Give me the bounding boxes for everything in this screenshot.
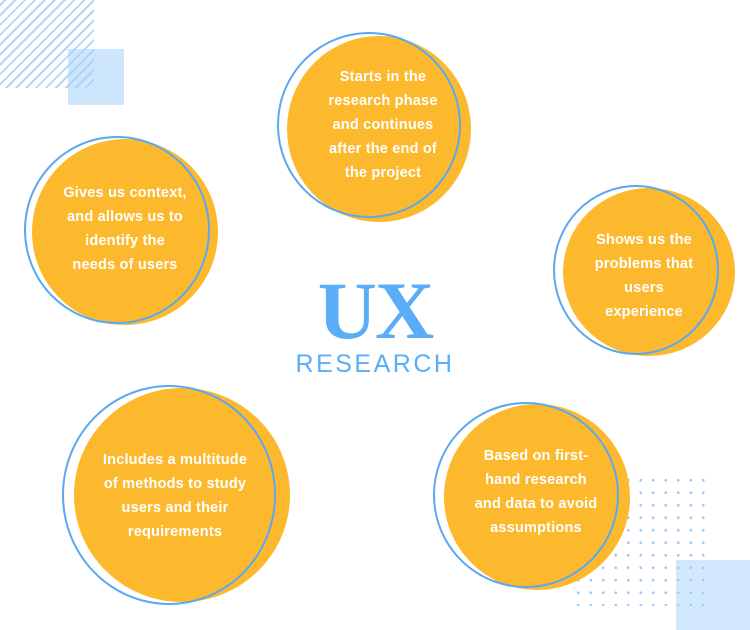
title-research: RESEARCH xyxy=(295,350,455,378)
circle-ring xyxy=(24,136,210,324)
decorative-square-top-left xyxy=(68,49,124,105)
circle-ring xyxy=(62,385,276,605)
decorative-square-bottom-right xyxy=(676,560,750,630)
circle-ring xyxy=(553,185,719,355)
node-text: Starts in the research phase and continu… xyxy=(328,69,438,181)
circle-ring xyxy=(433,402,619,588)
node-text: Includes a multitude of methods to study… xyxy=(102,452,248,540)
node-text: Shows us the problems that users experie… xyxy=(594,232,694,320)
node-text: Based on first-hand research and data to… xyxy=(474,448,598,536)
node-text: Gives us context, and allows us to ident… xyxy=(63,185,187,273)
title-ux: UX xyxy=(317,265,434,356)
circle-ring xyxy=(277,32,461,218)
center-title: UX RESEARCH xyxy=(290,270,460,379)
